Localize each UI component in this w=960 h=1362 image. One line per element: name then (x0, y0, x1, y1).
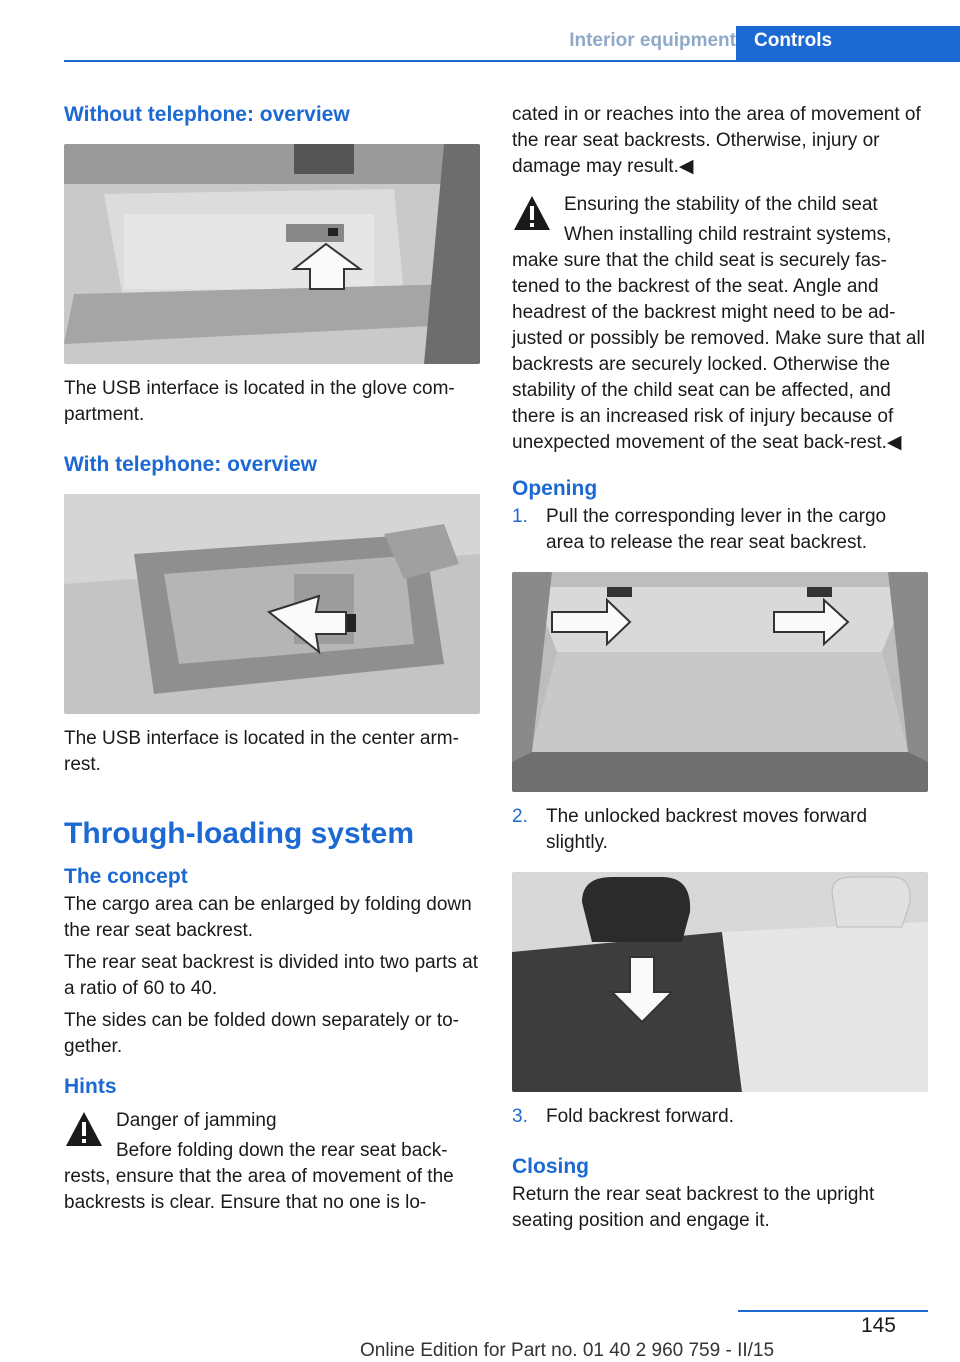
warning-child-seat-title: Ensuring the stability of the child seat (564, 194, 878, 215)
glove-compartment-photo (64, 144, 480, 364)
page-header: Interior equipment Controls (64, 26, 960, 62)
arrow-icon (551, 597, 632, 647)
closing-text: Return the rear seat backrest to the upr… (512, 1184, 875, 1231)
heading-opening: Opening (512, 477, 598, 500)
step-3: 3. Fold backrest forward. (512, 1104, 928, 1130)
warning-triangle-icon (66, 1112, 102, 1146)
chapter-tab: Controls (736, 26, 960, 62)
center-armrest-text: The USB interface is located in the cent… (64, 728, 459, 775)
step-2: 2. The unlocked backrest moves forward s… (512, 804, 928, 856)
heading-closing: Closing (512, 1155, 589, 1178)
page-number: 145 (860, 1314, 896, 1337)
concept-text-2: The rear seat backrest is divided into t… (64, 952, 478, 999)
warning-jamming-continued: cated in or reaches into the area of mov… (512, 104, 921, 177)
step-1: 1. Pull the corresponding lever in the c… (512, 504, 928, 556)
footer-rule (738, 1310, 928, 1312)
right-column: cated in or reaches into the area of mov… (512, 100, 928, 1234)
header-rule (64, 60, 960, 62)
warning-jamming: Danger of jamming Before folding down th… (64, 1108, 480, 1216)
step-text: The unlocked backrest moves forward slig… (546, 806, 868, 853)
heading-through-loading: Through-loading system (64, 817, 415, 850)
cargo-area-photo (512, 572, 928, 792)
concept-text-3: The sides can be folded down separately … (64, 1010, 460, 1057)
step-number: 3. (512, 1106, 528, 1127)
center-armrest-photo (64, 494, 480, 714)
edition-text: Online Edition for Part no. 01 40 2 960 … (360, 1340, 775, 1361)
glove-compartment-text: The USB interface is located in the glov… (64, 378, 455, 425)
arrow-icon (266, 594, 347, 655)
heading-with-telephone: With telephone: overview (64, 453, 318, 476)
heading-concept: The concept (64, 865, 188, 888)
step-text: Pull the corresponding lever in the carg… (546, 506, 887, 553)
warning-child-seat: Ensuring the stability of the child seat… (512, 192, 928, 456)
heading-hints: Hints (64, 1075, 117, 1098)
backrest-photo (512, 872, 928, 1092)
step-number: 1. (512, 506, 528, 527)
step-text: Fold backrest forward. (546, 1106, 734, 1127)
left-column: Without telephone: overview The USB inte… (64, 100, 480, 1216)
warning-child-seat-text: When installing child restraint systems,… (512, 224, 925, 453)
arrow-icon (773, 597, 850, 647)
section-title: Interior equipment (569, 30, 736, 51)
heading-without-telephone: Without telephone: overview (64, 103, 350, 126)
arrow-icon (291, 242, 364, 290)
warning-jamming-text: Before folding down the rear seat back-r… (64, 1140, 454, 1213)
warning-triangle-icon (514, 196, 550, 230)
step-number: 2. (512, 806, 528, 827)
concept-text-1: The cargo area can be enlarged by foldin… (64, 894, 472, 941)
warning-jamming-title: Danger of jamming (116, 1110, 277, 1131)
arrow-icon (609, 956, 675, 1024)
